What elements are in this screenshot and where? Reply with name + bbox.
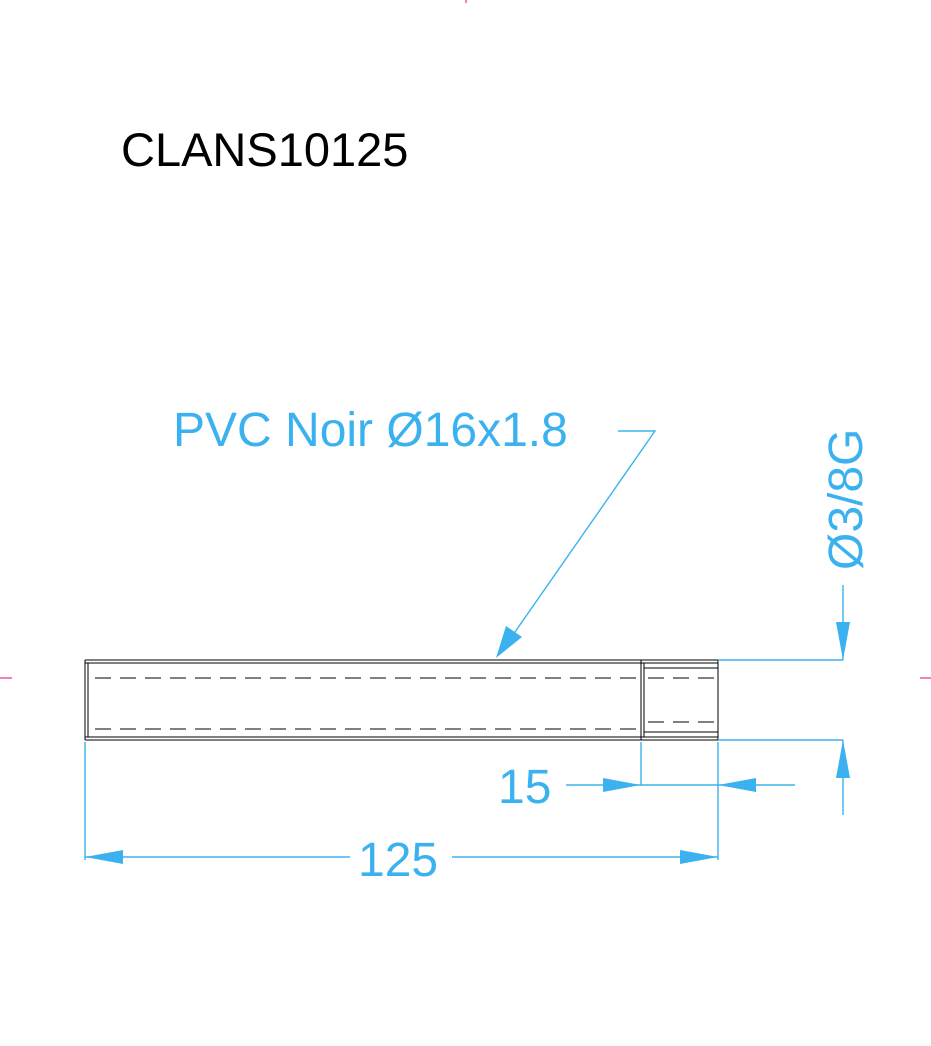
thread-length-label: 15 [498,761,551,814]
material-label: PVC Noir Ø16x1.8 [173,404,568,457]
thread-length-dimension: 15 [498,742,795,860]
leader-line [507,430,657,643]
part-number-title: CLANS10125 [121,123,408,176]
thread-length-arrow-left [718,778,756,792]
overall-arrow-left [85,850,123,864]
thread-arrow-down [836,622,850,660]
overall-arrow-right [680,850,718,864]
thread-length-arrow-right [603,778,641,792]
thread-diameter-label: Ø3/8G [820,429,873,570]
thread-arrow-up [836,740,850,778]
material-leader: PVC Noir Ø16x1.8 [173,404,657,658]
overall-length-label: 125 [358,834,438,887]
overall-length-dimension: 125 [84,742,718,887]
thread-diameter-dimension: Ø3/8G [718,429,873,815]
tube-body [84,659,719,741]
leader-arrowhead [496,626,522,658]
